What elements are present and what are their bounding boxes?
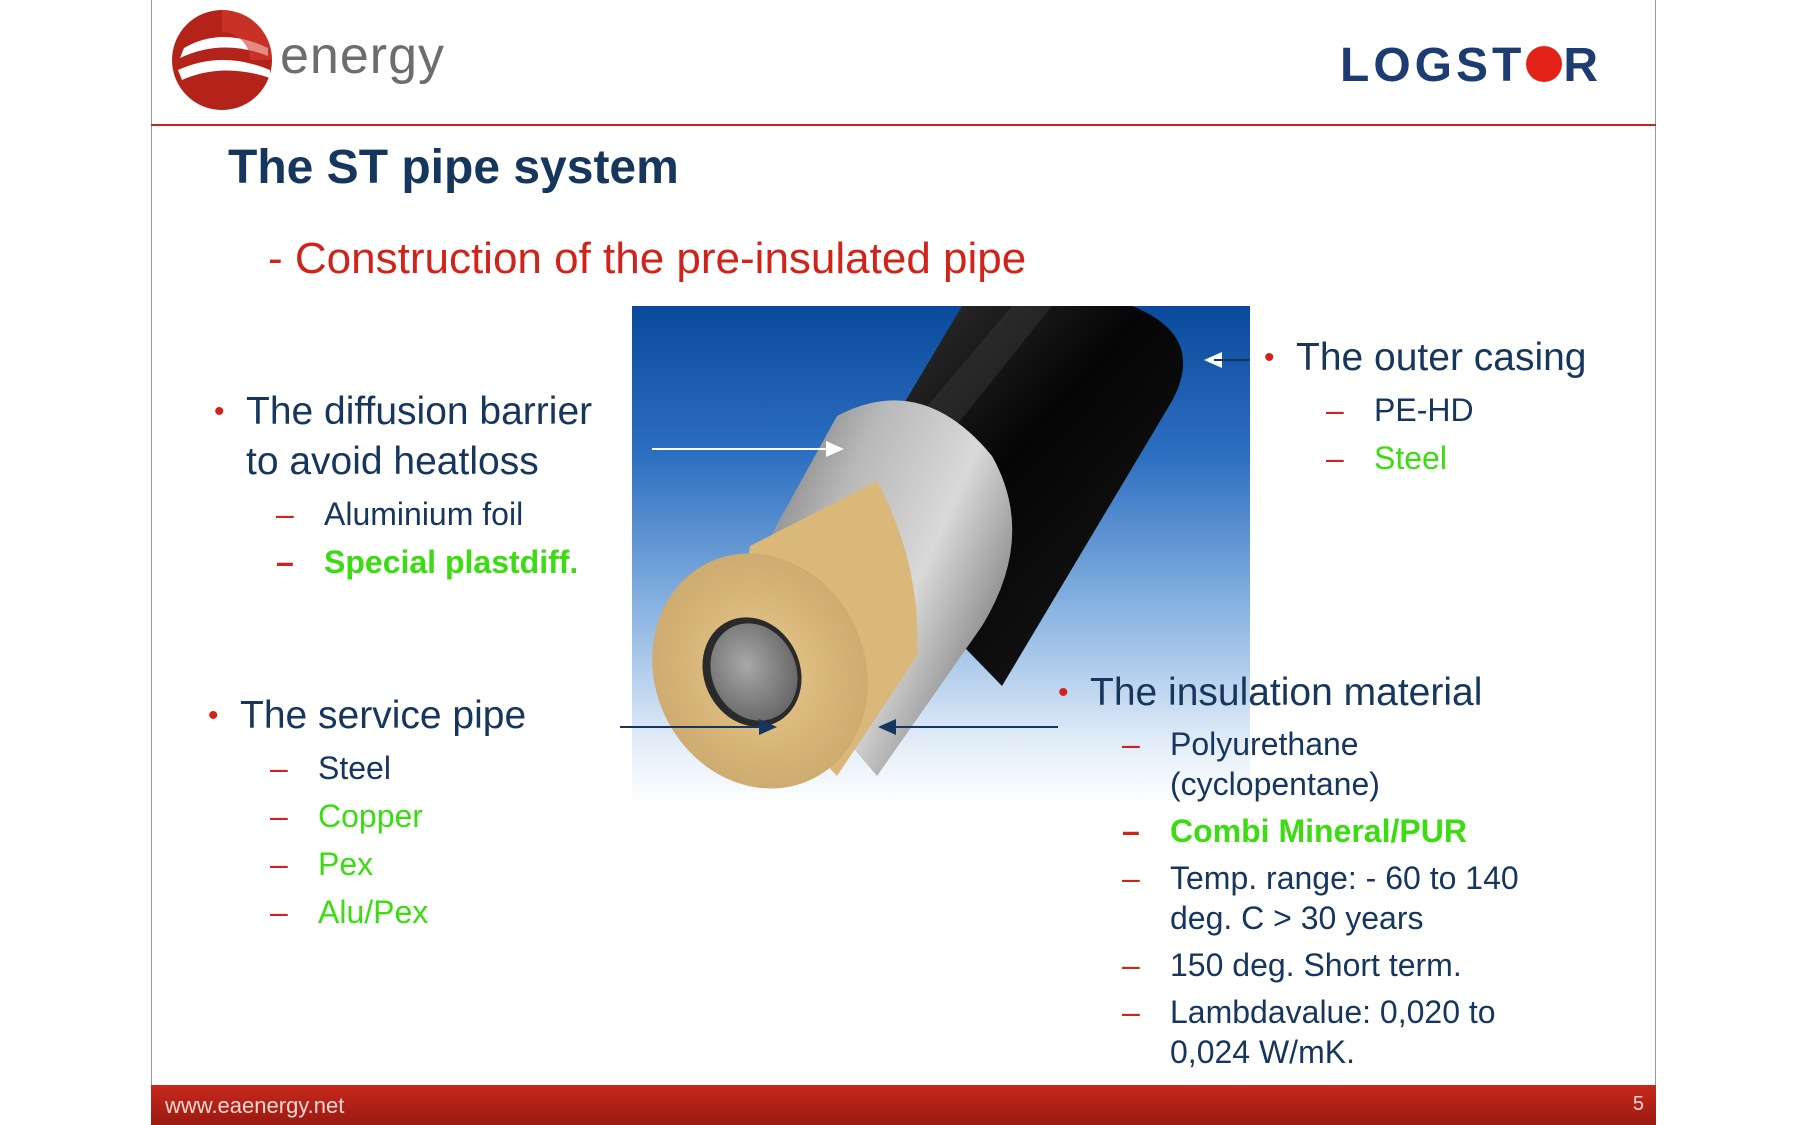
page-number: 5 xyxy=(1632,1093,1644,1115)
service-pipe-item-text: Alu/Pex xyxy=(318,894,429,930)
en-dash-icon: – xyxy=(1122,947,1140,983)
service-pipe-heading: • The service pipe xyxy=(208,691,526,741)
en-dash-icon: – xyxy=(1122,813,1140,849)
diffusion-barrier-item: – Special plastdiff. xyxy=(276,541,592,583)
en-dash-icon: – xyxy=(270,894,288,930)
outer-casing-heading-text: The outer casing xyxy=(1296,336,1587,379)
insulation-group: • The insulation material – Polyurethane… xyxy=(1058,668,1519,1072)
insulation-heading-text: The insulation material xyxy=(1090,671,1483,714)
diffusion-barrier-group: • The diffusion barrier to avoid heatlos… xyxy=(214,387,592,583)
insulation-item: – Combi Mineral/PUR xyxy=(1122,810,1519,852)
bullet-dot-icon: • xyxy=(214,395,225,428)
service-pipe-item: – Pex xyxy=(270,843,526,885)
footer-url: www.eaenergy.net xyxy=(165,1093,345,1118)
insulation-heading: • The insulation material xyxy=(1058,668,1519,718)
insulation-item-line1: 150 deg. Short term. xyxy=(1170,947,1462,983)
bullet-dot-icon: • xyxy=(208,699,219,732)
insulation-item-line2: (cyclopentane) xyxy=(1170,766,1380,802)
pipe-illustration xyxy=(652,306,1184,789)
bullet-dot-icon: • xyxy=(1264,341,1275,374)
en-dash-icon: – xyxy=(270,798,288,834)
logstor-logo-left: LOGST xyxy=(1340,39,1526,92)
insulation-item: – 150 deg. Short term. xyxy=(1122,944,1519,986)
insulation-item: – Temp. range: - 60 to 140 deg. C > 30 y… xyxy=(1122,858,1519,938)
insulation-item: – Lambdavalue: 0,020 to 0,024 W/mK. xyxy=(1122,992,1519,1072)
insulation-item-line1: Lambdavalue: 0,020 to xyxy=(1170,994,1496,1030)
outer-casing-item-text: PE-HD xyxy=(1374,392,1474,428)
service-pipe-item-text: Steel xyxy=(318,750,391,786)
slide-subtitle: - Construction of the pre-insulated pipe xyxy=(268,234,1027,283)
en-dash-icon: – xyxy=(270,846,288,882)
en-dash-icon: – xyxy=(1122,726,1140,762)
en-dash-icon: – xyxy=(1326,392,1344,428)
insulation-item-line2: deg. C > 30 years xyxy=(1170,900,1424,936)
service-pipe-group: • The service pipe – Steel – Copper – Pe… xyxy=(208,691,526,933)
en-dash-icon: – xyxy=(1122,994,1140,1030)
logstor-logo-right: R xyxy=(1563,39,1602,92)
outer-casing-item: – PE-HD xyxy=(1326,389,1587,431)
outer-casing-group: • The outer casing – PE-HD – Steel xyxy=(1264,333,1587,479)
outer-casing-item: – Steel xyxy=(1326,437,1587,479)
service-pipe-item: – Copper xyxy=(270,795,526,837)
diffusion-barrier-item: – Aluminium foil xyxy=(276,493,592,535)
service-pipe-shape xyxy=(710,623,798,721)
insulation-item-line1: Temp. range: - 60 to 140 xyxy=(1170,860,1519,896)
ea-logo-icon xyxy=(172,10,272,110)
en-dash-icon: – xyxy=(1122,860,1140,896)
service-pipe-item-text: Copper xyxy=(318,798,423,834)
insulation-item-line1: Polyurethane xyxy=(1170,726,1359,762)
en-dash-icon: – xyxy=(270,750,288,786)
outer-casing-heading: • The outer casing xyxy=(1264,333,1587,383)
insulation-item: – Polyurethane (cyclopentane) xyxy=(1122,724,1519,804)
service-pipe-item-text: Pex xyxy=(318,846,374,882)
diffusion-barrier-heading-line2: to avoid heatloss xyxy=(246,440,539,483)
outer-casing-item-text: Steel xyxy=(1374,440,1447,476)
footer-bar: www.eaenergy.net 5 xyxy=(151,1085,1656,1125)
insulation-item-line1: Combi Mineral/PUR xyxy=(1170,813,1467,849)
service-pipe-item: – Steel xyxy=(270,747,526,789)
slide-title: The ST pipe system xyxy=(228,141,679,194)
diffusion-barrier-heading: • The diffusion barrier to avoid heatlos… xyxy=(214,387,592,487)
service-pipe-item: – Alu/Pex xyxy=(270,891,526,933)
en-dash-icon: – xyxy=(276,544,294,580)
brand-wordmark: energy xyxy=(280,27,445,85)
diffusion-barrier-item-text: Aluminium foil xyxy=(324,496,524,532)
service-pipe-heading-text: The service pipe xyxy=(240,694,527,737)
logstor-dot-icon xyxy=(1526,46,1563,83)
bullet-dot-icon: • xyxy=(1058,676,1069,709)
insulation-item-line2: 0,024 W/mK. xyxy=(1170,1034,1355,1070)
diffusion-barrier-heading-line1: The diffusion barrier xyxy=(246,390,593,433)
diffusion-barrier-item-text: Special plastdiff. xyxy=(324,544,579,580)
en-dash-icon: – xyxy=(1326,440,1344,476)
slide-frame xyxy=(151,0,1656,1125)
en-dash-icon: – xyxy=(276,496,294,532)
logstor-logo: LOGST R xyxy=(1340,38,1602,93)
header-divider xyxy=(151,124,1656,126)
